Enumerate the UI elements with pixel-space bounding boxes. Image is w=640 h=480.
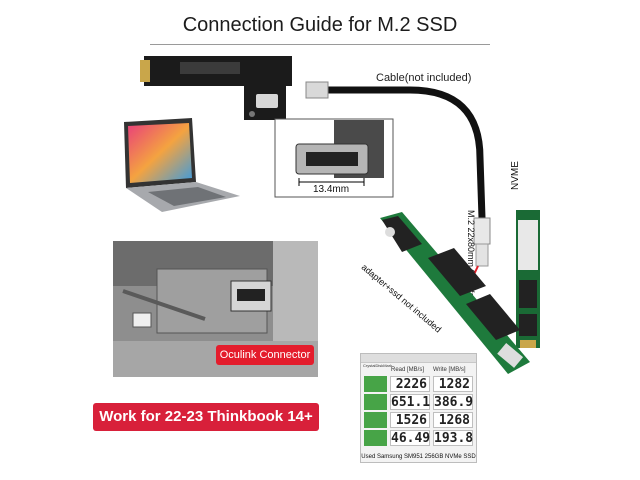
run-button[interactable] — [364, 412, 387, 428]
read-value: 2226 — [390, 376, 430, 392]
nvme-ssd-image — [516, 210, 540, 348]
benchmark-window: CrystalDiskMark Read [MB/s] Write [MB/s]… — [360, 353, 477, 463]
benchmark-row: 2226 1282 — [364, 376, 473, 393]
run-button[interactable] — [364, 430, 387, 446]
connector-width-label: 13.4mm — [312, 184, 350, 195]
run-button[interactable] — [364, 376, 387, 392]
read-value: 46.49 — [390, 430, 431, 446]
benchmark-row: 651.1 386.9 — [364, 394, 473, 411]
write-value: 1282 — [433, 376, 473, 392]
read-header: Read [MB/s] — [391, 367, 425, 373]
title-divider — [150, 44, 490, 45]
m2-adapter-image — [140, 56, 292, 120]
adapter-board-image — [380, 212, 530, 374]
compatibility-banner: Work for 22-23 Thinkbook 14+ — [93, 403, 319, 431]
read-value: 651.1 — [390, 394, 431, 410]
connector-inset-image — [274, 118, 394, 198]
read-value: 1526 — [390, 412, 430, 428]
nvme-label: NVME — [510, 161, 521, 190]
benchmark-title: CrystalDiskMark — [363, 363, 393, 368]
benchmark-caption: Used Samsung SM951 256GB NVMe SSD — [361, 454, 476, 460]
write-value: 386.9 — [433, 394, 474, 410]
write-header: Write [MB/s] — [433, 367, 466, 373]
oculink-connector-label: Oculink Connector — [216, 345, 314, 365]
write-value: 1268 — [433, 412, 473, 428]
page-title: Connection Guide for M.2 SSD — [182, 14, 458, 36]
laptop-image — [124, 118, 240, 212]
write-value: 193.8 — [433, 430, 474, 446]
cable-label: Cable(not included) — [376, 72, 472, 84]
benchmark-row: 46.49 193.8 — [364, 430, 473, 447]
benchmark-titlebar: CrystalDiskMark — [361, 354, 476, 368]
benchmark-row: 1526 1268 — [364, 412, 473, 429]
run-button[interactable] — [364, 394, 387, 410]
